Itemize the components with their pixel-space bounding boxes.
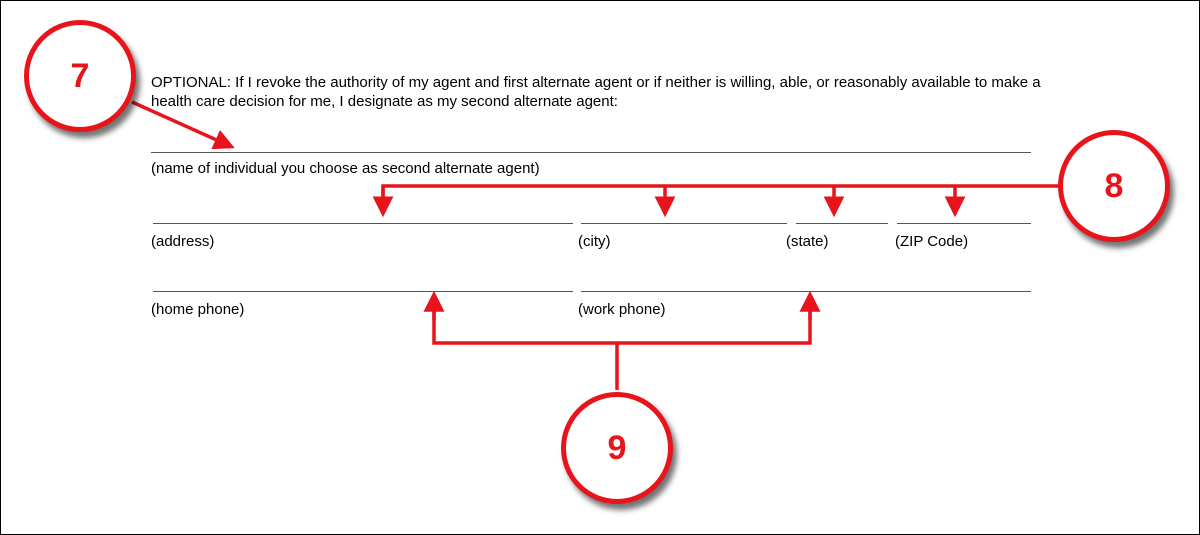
work-phone-field-line[interactable] <box>581 291 1031 292</box>
work-phone-field-label: (work phone) <box>578 301 666 318</box>
address-field-label: (address) <box>151 233 215 250</box>
optional-paragraph: OPTIONAL: If I revoke the authority of m… <box>151 74 1041 110</box>
home-phone-field-line[interactable] <box>153 291 573 292</box>
state-field-line[interactable] <box>796 223 888 224</box>
zip-field-line[interactable] <box>897 223 1031 224</box>
city-field-label: (city) <box>578 233 611 250</box>
callout-9-badge: 9 <box>561 392 673 504</box>
state-field-label: (state) <box>786 233 829 250</box>
callout-7-badge: 7 <box>24 20 136 132</box>
address-field-line[interactable] <box>153 223 573 224</box>
name-field-line[interactable] <box>151 152 1031 153</box>
name-field-label: (name of individual you choose as second… <box>151 160 540 177</box>
city-field-line[interactable] <box>581 223 787 224</box>
home-phone-field-label: (home phone) <box>151 301 245 318</box>
zip-field-label: (ZIP Code) <box>895 233 969 250</box>
callout-8-badge: 8 <box>1058 130 1170 242</box>
